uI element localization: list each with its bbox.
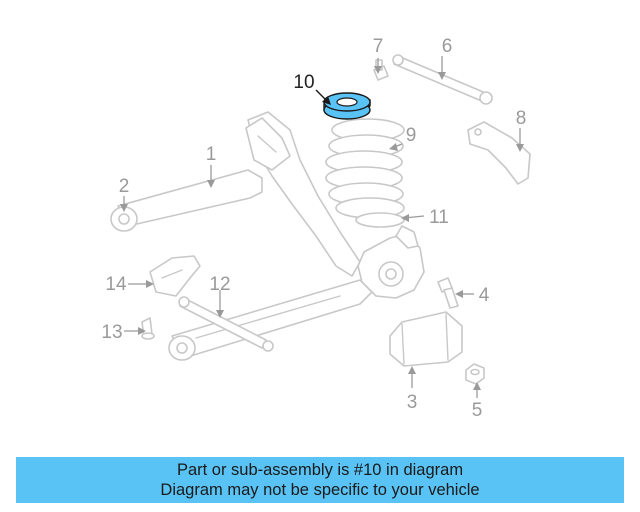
rear-axle-assembly-part-1 xyxy=(117,111,425,359)
callout-labels: 1 2 3 4 5 6 7 8 9 10 11 12 13 14 xyxy=(101,36,526,421)
callout-8: 8 xyxy=(516,108,527,129)
lateral-rod-part-6 xyxy=(392,54,493,105)
part-info-banner: Part or sub-assembly is #10 in diagram D… xyxy=(16,457,624,503)
shock-absorber-part-12 xyxy=(178,296,274,352)
callout-12: 12 xyxy=(209,274,230,295)
mount-part-3 xyxy=(389,311,463,367)
banner-line-2: Diagram may not be specific to your vehi… xyxy=(160,481,480,499)
callout-4: 4 xyxy=(479,285,490,306)
callout-1: 1 xyxy=(206,144,217,165)
upper-insulator-part-10 xyxy=(323,92,371,120)
callout-6: 6 xyxy=(442,36,453,57)
nut-part-5 xyxy=(465,363,485,385)
callout-2: 2 xyxy=(119,176,130,197)
callout-11: 11 xyxy=(429,207,449,228)
banner-line-1: Part or sub-assembly is #10 in diagram xyxy=(176,461,464,479)
bracket-part-14 xyxy=(149,255,201,297)
bolt-part-4 xyxy=(437,277,459,309)
arrowheads xyxy=(120,66,524,390)
bushing-front-lower xyxy=(168,335,196,361)
callout-9: 9 xyxy=(406,125,417,146)
bracket-part-8 xyxy=(467,121,531,185)
parts-diagram: 1 2 3 4 5 6 7 8 9 10 11 12 13 14 xyxy=(101,36,531,421)
callout-10: 10 xyxy=(293,72,314,93)
callout-7: 7 xyxy=(373,36,384,57)
callout-14: 14 xyxy=(105,274,127,295)
callout-3: 3 xyxy=(407,392,418,413)
bushing-part-2 xyxy=(110,206,138,232)
bolt-part-13 xyxy=(141,317,155,340)
callout-5: 5 xyxy=(472,400,483,421)
coil-spring-part-9 xyxy=(325,118,405,219)
callout-13: 13 xyxy=(101,322,122,343)
lower-insulator-part-11 xyxy=(355,212,405,228)
